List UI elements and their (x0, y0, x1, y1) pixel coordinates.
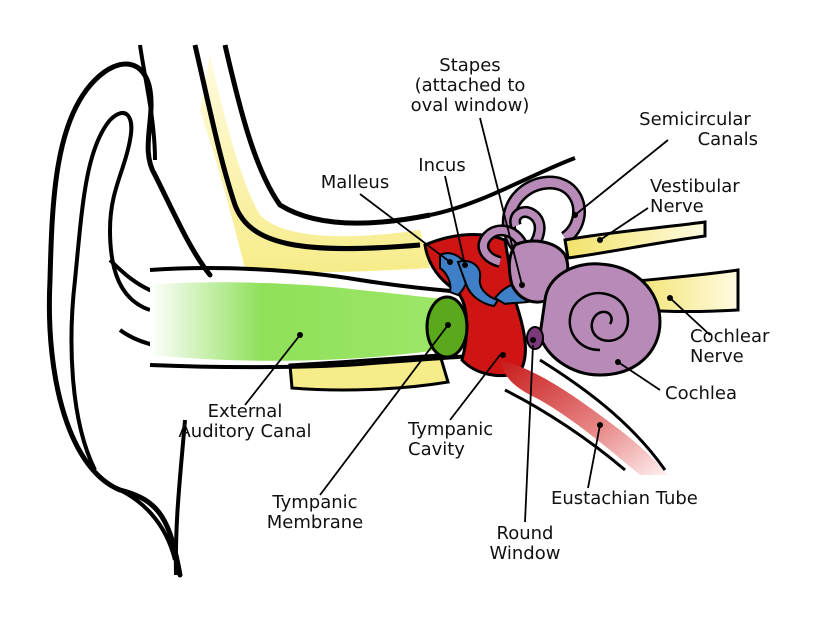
label-stapes-line1: Stapes (439, 55, 501, 76)
label-eustachian-line1: Eustachian Tube (551, 488, 698, 509)
leader-malleus (359, 193, 451, 263)
canal-lower-wall (149, 354, 471, 370)
label-external-line2: Auditory Canal (178, 421, 312, 442)
leader-eustachian (587, 424, 601, 489)
label-external-auditory-canal: External Auditory Canal (165, 402, 325, 442)
label-incus: Incus (410, 156, 474, 176)
eustachian-tube-wall-upper (539, 358, 667, 471)
label-stapes-line3: oval window) (410, 95, 530, 116)
label-semicircular-canals: Semicircular Canals (630, 110, 760, 150)
label-incus-line1: Incus (418, 155, 466, 176)
eustachian-tube-wall-lower (504, 388, 626, 472)
leader-dots (297, 212, 673, 428)
semicircular-canal-3-fill (479, 226, 526, 266)
cochlea-spiral (568, 291, 630, 352)
label-cochlea-line1: Cochlea (665, 383, 737, 404)
dot-vestibular (597, 237, 603, 243)
eustachian-tube-shape (500, 360, 668, 475)
label-cochlea: Cochlea (665, 384, 755, 404)
dot-malleus (447, 259, 453, 265)
label-vestibular-line2: Nerve (650, 196, 704, 217)
dot-round-window (530, 337, 536, 343)
external-auditory-canal-shape (150, 282, 470, 361)
label-tympanic-membrane-line2: Membrane (266, 512, 364, 533)
dot-stapes (519, 282, 525, 288)
skull-contour-top (429, 156, 576, 217)
label-stapes: Stapes (attached to oval window) (405, 56, 535, 116)
label-tympanic-membrane-line1: Tympanic (272, 492, 358, 513)
label-vestibular-line1: Vestibular (650, 176, 740, 197)
skull-contour-upper (192, 44, 431, 252)
label-tympanic-cavity: Tympanic Cavity (408, 420, 518, 460)
label-semicircular-line1: Semicircular (639, 109, 751, 130)
label-round-window-line2: Window (489, 543, 561, 564)
leader-round-window (524, 344, 534, 523)
label-external-line1: External (207, 401, 283, 422)
label-stapes-line2: (attached to (414, 75, 526, 96)
label-round-window: Round Window (480, 524, 570, 564)
lobe (119, 488, 177, 561)
label-malleus-line1: Malleus (320, 172, 390, 193)
leader-external-canal (244, 334, 301, 406)
dot-cochlear-nerve (667, 295, 673, 301)
semicircular-canal-1-fill (504, 178, 584, 254)
leader-semicircular (574, 139, 669, 216)
leader-cochlear-nerve (669, 297, 711, 336)
pinna-inner-fold (69, 111, 151, 471)
skull-contour-side (173, 419, 187, 576)
label-tympanic-cavity-line1: Tympanic (408, 419, 494, 440)
vestibular-nerve-shape (563, 220, 707, 260)
label-tympanic-cavity-line2: Cavity (408, 439, 465, 460)
leader-incus (444, 175, 466, 266)
label-eustachian-tube: Eustachian Tube (551, 489, 731, 509)
leader-vestibular (599, 207, 649, 241)
label-tympanic-membrane: Tympanic Membrane (255, 493, 375, 533)
label-cochlear-nerve: Cochlear Nerve (690, 327, 790, 367)
label-malleus: Malleus (310, 173, 400, 193)
dot-cochlea (615, 359, 621, 365)
dot-semicircular (572, 212, 578, 218)
dot-eustachian (597, 422, 603, 428)
leader-tympanic-membrane (319, 324, 449, 496)
label-cochlear-nerve-line1: Cochlear (690, 326, 770, 347)
label-semicircular-line2: Canals (697, 129, 758, 150)
pinna-rim (138, 44, 157, 161)
incus-shape (456, 260, 500, 308)
dot-incus (462, 262, 468, 268)
leader-lines (244, 117, 711, 523)
leader-tympanic-cavity (449, 354, 501, 421)
temporal-bone-upper (200, 55, 430, 273)
label-vestibular-nerve: Vestibular Nerve (650, 177, 760, 217)
dot-tympanic-membrane (445, 322, 451, 328)
label-cochlear-nerve-line2: Nerve (690, 346, 744, 367)
pinna-outer (46, 61, 213, 578)
dot-tympanic-cavity (500, 352, 506, 358)
cochlea-shape (538, 262, 662, 377)
label-round-window-line1: Round (496, 523, 554, 544)
canal-upper-wall (149, 266, 463, 294)
leader-stapes (479, 117, 523, 286)
leader-cochlea (617, 361, 661, 391)
dot-external-canal (297, 332, 303, 338)
